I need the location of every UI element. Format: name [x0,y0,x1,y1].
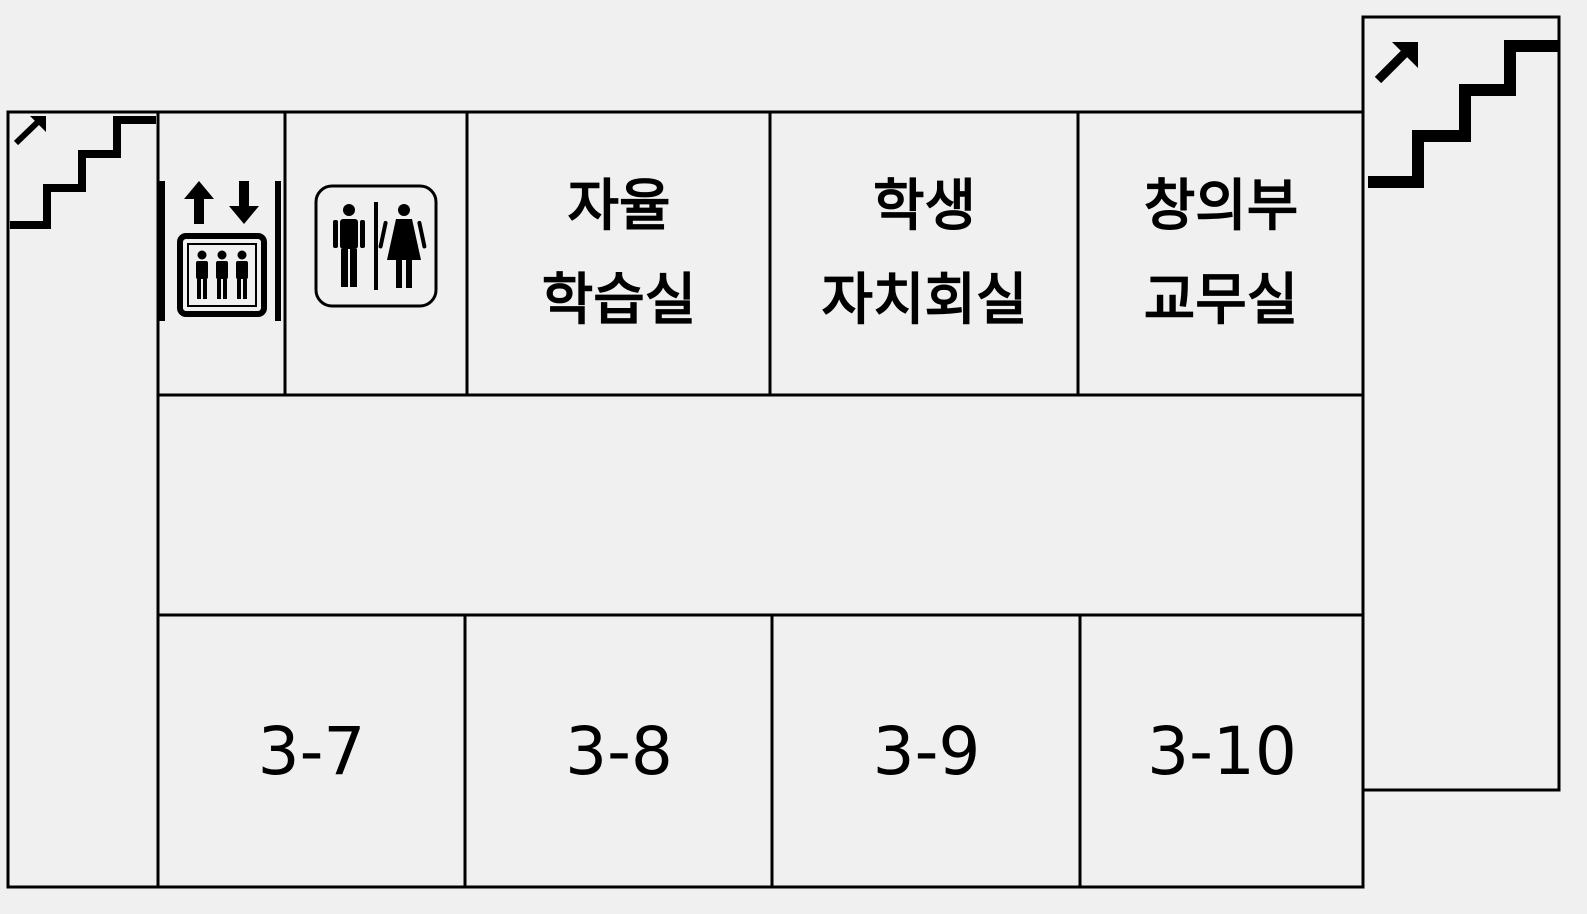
restroom-icon [314,184,438,308]
room-label-self-study: 자율 학습실 [468,112,770,395]
classroom-label: 3-9 [872,713,981,790]
classroom-label: 3-7 [257,713,366,790]
classroom-label: 3-8 [565,713,673,790]
stairs-up-icon [1368,40,1559,188]
room-name: 학생 자치회실 [821,173,1028,333]
room-name: 창의부 교무실 [1143,173,1299,333]
room-label-student-council: 학생 자치회실 [771,112,1078,395]
stairs-up-icon [10,115,156,229]
elevator-icon [159,181,281,321]
room-name: 자율 학습실 [541,173,697,333]
room-label-creativity-office: 창의부 교무실 [1079,112,1363,395]
classroom-label: 3-10 [1147,713,1297,790]
right-stair-block [1361,15,1561,792]
